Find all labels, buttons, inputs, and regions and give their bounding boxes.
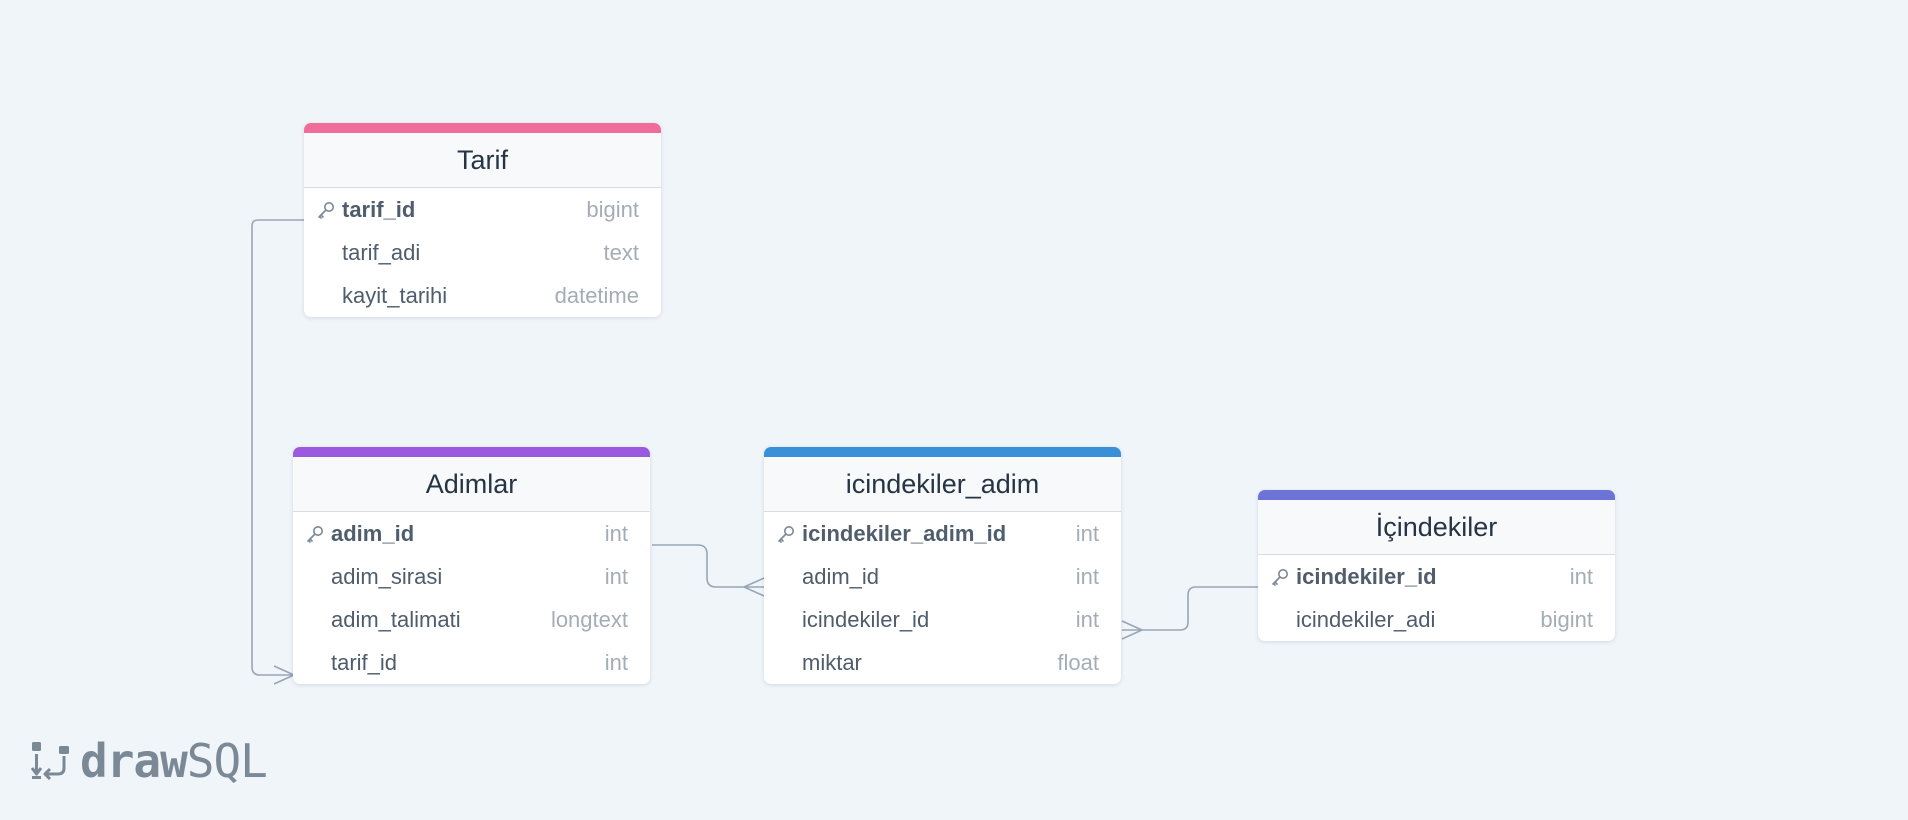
column-name: icindekiler_id	[1296, 563, 1437, 589]
column-row[interactable]: adim_sirasi int	[293, 555, 650, 598]
key-icon	[776, 512, 802, 555]
column-type: int	[1075, 606, 1099, 632]
column-name: adim_talimati	[331, 606, 461, 632]
table-icindekiler-adim[interactable]: icindekiler_adim icindekiler_adim_id int…	[764, 447, 1121, 684]
column-name: tarif_adi	[342, 239, 421, 265]
column-name: adim_id	[802, 563, 880, 589]
table-accent-bar	[1258, 490, 1615, 500]
key-icon	[1270, 555, 1296, 598]
crowfoot-tarif-adimlar	[273, 665, 295, 685]
column-type: int	[604, 649, 628, 675]
column-type: longtext	[550, 606, 628, 632]
column-name: icindekiler_adim_id	[802, 520, 1007, 546]
key-icon	[305, 512, 331, 555]
column-type: datetime	[554, 282, 639, 308]
column-row[interactable]: adim_talimati longtext	[293, 598, 650, 641]
crowfoot-adimlar-icindekiler-adim	[743, 577, 765, 597]
drawsql-logo-icon	[30, 738, 72, 784]
key-icon	[316, 188, 342, 231]
table-accent-bar	[764, 447, 1121, 457]
column-name: adim_sirasi	[331, 563, 443, 589]
column-row[interactable]: icindekiler_id int	[764, 598, 1121, 641]
column-type: float	[1057, 649, 1099, 675]
column-type: bigint	[1540, 606, 1593, 632]
column-row[interactable]: adim_id int	[764, 555, 1121, 598]
column-name: kayit_tarihi	[342, 282, 448, 308]
column-name: icindekiler_id	[802, 606, 930, 632]
column-name: adim_id	[331, 520, 415, 546]
column-type: int	[1075, 520, 1099, 546]
table-accent-bar	[293, 447, 650, 457]
relation-line-icindekiler-icindekiler-adim	[1122, 586, 1258, 631]
column-row[interactable]: kayit_tarihi datetime	[304, 274, 661, 317]
column-name: miktar	[802, 649, 862, 675]
logo-word-sql: SQL	[186, 734, 268, 788]
table-icindekiler[interactable]: İçindekiler icindekiler_id int icindekil…	[1258, 490, 1615, 641]
column-name: icindekiler_adi	[1296, 606, 1436, 632]
logo-word-draw: draw	[80, 734, 188, 788]
column-type: int	[604, 520, 628, 546]
table-tarif[interactable]: Tarif tarif_id bigint tarif_adi text kay…	[304, 123, 661, 317]
column-row[interactable]: tarif_id bigint	[304, 188, 661, 231]
column-row[interactable]: icindekiler_id int	[1258, 555, 1615, 598]
table-title[interactable]: icindekiler_adim	[764, 457, 1121, 512]
column-type: int	[1569, 563, 1593, 589]
column-row[interactable]: icindekiler_adim_id int	[764, 512, 1121, 555]
column-row[interactable]: icindekiler_adi bigint	[1258, 598, 1615, 641]
crowfoot-icindekiler-icindekiler-adim	[1121, 620, 1143, 640]
column-type: int	[604, 563, 628, 589]
column-name: tarif_id	[342, 196, 416, 222]
table-title[interactable]: Adimlar	[293, 457, 650, 512]
column-row[interactable]: tarif_id int	[293, 641, 650, 684]
column-type: bigint	[586, 196, 639, 222]
table-title[interactable]: Tarif	[304, 133, 661, 188]
table-adimlar[interactable]: Adimlar adim_id int adim_sirasi int adim…	[293, 447, 650, 684]
column-row[interactable]: tarif_adi text	[304, 231, 661, 274]
column-row[interactable]: miktar float	[764, 641, 1121, 684]
table-accent-bar	[304, 123, 661, 133]
column-name: tarif_id	[331, 649, 398, 675]
column-type: text	[603, 239, 639, 265]
table-title[interactable]: İçindekiler	[1258, 500, 1615, 555]
relation-line-adimlar-icindekiler-adim	[652, 544, 764, 588]
column-row[interactable]: adim_id int	[293, 512, 650, 555]
column-type: int	[1075, 563, 1099, 589]
